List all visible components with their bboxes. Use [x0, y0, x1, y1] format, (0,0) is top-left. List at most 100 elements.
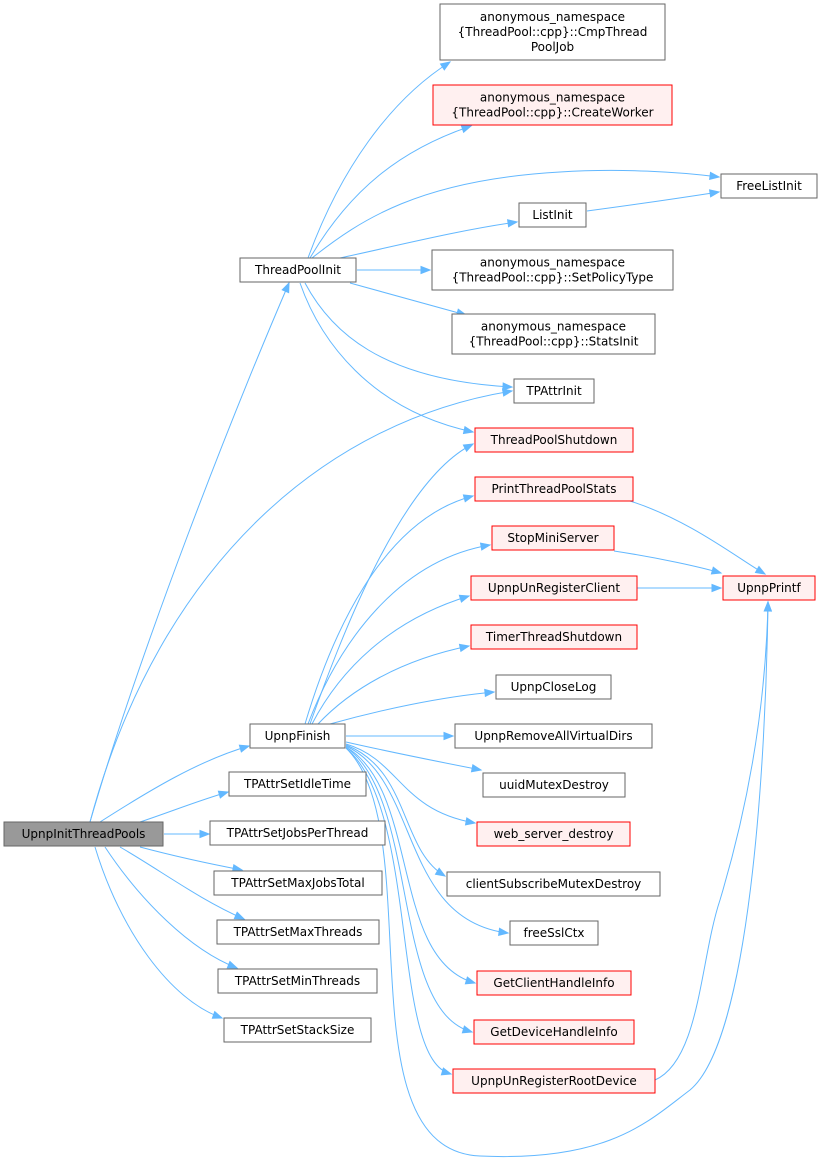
node-label: GetDeviceHandleInfo — [490, 1025, 617, 1039]
node-list-init[interactable]: ListInit — [518, 202, 587, 228]
node-upnp-remove-all-virtual-dirs[interactable]: UpnpRemoveAllVirtualDirs — [454, 723, 653, 749]
edge-arrowhead — [211, 1010, 224, 1019]
node-box — [454, 723, 653, 749]
node-tp-attr-set-idle-time[interactable]: TPAttrSetIdleTime — [228, 771, 367, 797]
edge-upnp-finish-to-upnp-remove-all-virtual-dirs — [346, 731, 455, 741]
node-label: ThreadPoolInit — [254, 263, 341, 277]
edge-arrowhead — [484, 688, 496, 698]
edge-line — [307, 61, 451, 259]
node-label: freeSslCtx — [523, 926, 584, 940]
edge-arrowhead — [462, 494, 475, 503]
node-label: TPAttrSetStackSize — [240, 1023, 355, 1037]
node-tp-attr-init[interactable]: TPAttrInit — [513, 378, 595, 404]
node-label: uuidMutexDestroy — [499, 778, 609, 792]
node-thread-pool-shutdown[interactable]: ThreadPoolShutdown — [474, 427, 634, 453]
node-label: anonymous_namespace — [480, 91, 625, 105]
edge-upnp-finish-to-get-client-handle-info — [345, 746, 477, 985]
edge-line — [139, 846, 243, 871]
node-tp-attr-set-stack-size[interactable]: TPAttrSetStackSize — [223, 1017, 372, 1043]
node-tp-attr-set-min-threads[interactable]: TPAttrSetMinThreads — [217, 968, 378, 994]
node-box — [249, 723, 346, 749]
edge-arrowhead — [710, 566, 723, 575]
edge-arrowhead — [506, 219, 519, 228]
node-box — [513, 378, 595, 404]
edge-print-thread-pool-stats-to-upnp-printf — [629, 500, 767, 575]
node-label: ThreadPoolShutdown — [490, 433, 618, 447]
edge-line — [345, 746, 476, 984]
node-get-client-handle-info[interactable]: GetClientHandleInfo — [476, 970, 632, 996]
node-box — [495, 674, 612, 700]
node-free-ssl-ctx[interactable]: freeSslCtx — [509, 920, 599, 946]
edge-upnp-init-thread-pools-to-upnp-finish — [99, 744, 251, 823]
node-label: UpnpInitThreadPools — [22, 827, 146, 841]
edge-upnp-finish-to-timer-thread-shutdown — [317, 643, 471, 725]
edge-upnp-init-thread-pools-to-tp-attr-set-stack-size — [94, 846, 224, 1019]
edge-arrowhead — [443, 731, 455, 741]
node-box — [722, 575, 816, 601]
edge-upnp-finish-to-print-thread-pool-stats — [304, 494, 475, 725]
edge-thread-pool-init-to-thread-pool-shutdown — [299, 282, 475, 435]
node-timer-thread-shutdown[interactable]: TimerThreadShutdown — [470, 624, 638, 650]
node-thread-pool-init[interactable]: ThreadPoolInit — [239, 257, 357, 283]
node-label: PoolJob — [531, 40, 574, 54]
node-upnp-close-log[interactable]: UpnpCloseLog — [495, 674, 612, 700]
edge-arrowhead — [199, 829, 211, 839]
node-cmp-thread-pool-job[interactable]: anonymous_namespace{ThreadPool::cpp}::Cm… — [439, 3, 666, 61]
edge-line — [311, 595, 470, 725]
node-label: TPAttrSetMaxThreads — [233, 925, 363, 939]
node-label: TimerThreadShutdown — [485, 630, 622, 644]
edge-arrowhead — [440, 1067, 453, 1076]
edge-thread-pool-init-to-list-init — [339, 219, 519, 259]
node-create-worker[interactable]: anonymous_namespace{ThreadPool::cpp}::Cr… — [432, 84, 673, 126]
node-print-thread-pool-stats[interactable]: PrintThreadPoolStats — [474, 476, 634, 502]
edge-stop-mini-server-to-upnp-printf — [613, 550, 723, 575]
node-free-list-init[interactable]: FreeListInit — [720, 173, 818, 199]
node-label: anonymous_namespace — [480, 256, 625, 270]
edge-upnp-init-thread-pools-to-thread-pool-init — [89, 281, 290, 823]
edge-arrowhead — [462, 443, 475, 453]
edge-arrowhead — [226, 960, 239, 969]
node-web-server-destroy[interactable]: web_server_destroy — [476, 821, 631, 847]
node-box — [217, 968, 378, 994]
node-upnp-finish[interactable]: UpnpFinish — [249, 723, 346, 749]
node-tp-attr-set-jobs-per-thread[interactable]: TPAttrSetJobsPerThread — [209, 820, 386, 846]
node-label: {ThreadPool::cpp}::CreateWorker — [451, 106, 653, 120]
edge-arrowhead — [217, 790, 230, 799]
node-box — [446, 871, 661, 897]
node-upnp-printf[interactable]: UpnpPrintf — [722, 575, 816, 601]
edge-line — [307, 544, 491, 725]
edge-line — [345, 747, 452, 1075]
node-stop-mini-server[interactable]: StopMiniServer — [491, 525, 615, 551]
node-get-device-handle-info[interactable]: GetDeviceHandleInfo — [473, 1019, 635, 1045]
node-box — [518, 202, 587, 228]
edge-upnp-finish-to-web-server-destroy — [345, 743, 477, 826]
node-label: TPAttrSetMinThreads — [234, 974, 360, 988]
edge-thread-pool-init-to-create-worker — [309, 125, 473, 259]
edge-upnp-finish-to-upnp-unregister-client — [311, 594, 471, 725]
edge-line — [309, 125, 472, 259]
node-tp-attr-set-max-threads[interactable]: TPAttrSetMaxThreads — [216, 919, 380, 945]
node-tp-attr-set-max-jobs-total[interactable]: TPAttrSetMaxJobsTotal — [213, 870, 383, 896]
node-stats-init[interactable]: anonymous_namespace{ThreadPool::cpp}::St… — [451, 313, 656, 355]
node-uuid-mutex-destroy[interactable]: uuidMutexDestroy — [482, 772, 626, 798]
node-upnp-init-thread-pools[interactable]: UpnpInitThreadPools — [3, 821, 164, 847]
node-client-subscribe-mutex-destroy[interactable]: clientSubscribeMutexDestroy — [446, 871, 661, 897]
node-set-policy-type[interactable]: anonymous_namespace{ThreadPool::cpp}::Se… — [431, 249, 674, 291]
node-label: ListInit — [532, 208, 572, 222]
edge-arrowhead — [501, 388, 514, 397]
edge-arrowhead — [420, 265, 432, 275]
node-label: UpnpFinish — [265, 729, 331, 743]
node-label: TPAttrInit — [525, 384, 582, 398]
node-upnp-unregister-client[interactable]: UpnpUnRegisterClient — [470, 575, 638, 601]
edge-arrowhead — [233, 911, 246, 920]
node-upnp-unregister-root-device[interactable]: UpnpUnRegisterRootDevice — [452, 1068, 656, 1094]
edge-line — [94, 846, 223, 1019]
edge-upnp-finish-to-thread-pool-shutdown — [309, 443, 475, 725]
edge-line — [317, 645, 470, 725]
edge-line — [299, 282, 474, 433]
edge-arrowhead — [238, 744, 251, 753]
edge-line — [345, 746, 473, 1033]
node-box — [470, 624, 638, 650]
edge-upnp-unregister-root-device-to-upnp-printf — [654, 600, 773, 1081]
edge-line — [586, 191, 720, 212]
